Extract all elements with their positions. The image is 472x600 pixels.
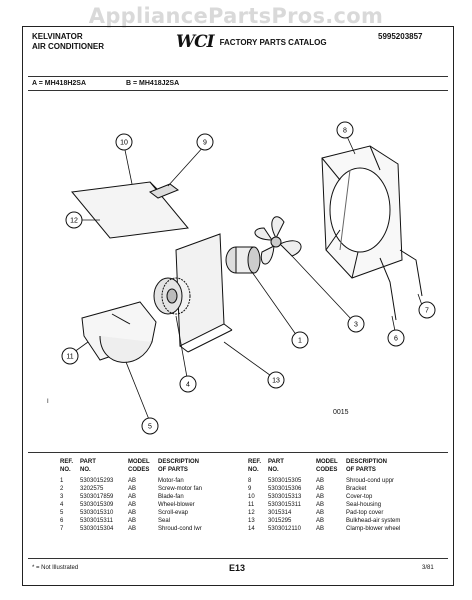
model-a: A = MH418H2SA: [32, 80, 87, 87]
callout-8: 8: [336, 121, 354, 139]
model-b: B = MH418J2SA: [126, 80, 180, 87]
svg-text:10: 10: [120, 140, 128, 147]
callout-3: 3: [347, 315, 365, 333]
callout-13: 13: [267, 371, 285, 389]
condenser-shroud: [321, 145, 403, 279]
parts-table-right: REF. NO. PART NO. MODEL CODES DESCRIPTIO…: [248, 458, 424, 533]
diagram-tick-mark: I: [47, 399, 49, 405]
svg-text:5: 5: [148, 424, 152, 431]
svg-text:7: 7: [425, 308, 429, 315]
fan-motor: [225, 246, 261, 274]
catalog-number: 5995203857: [378, 32, 423, 41]
header-desc: DESCRIPTION OF PARTS: [158, 459, 200, 473]
page-number: E13: [229, 563, 246, 573]
model-divider: [28, 90, 448, 91]
catalog-title: FACTORY PARTS CATALOG: [219, 37, 327, 47]
svg-text:3: 3: [354, 322, 358, 329]
bulkhead: [175, 233, 233, 353]
table-divider: [28, 452, 448, 453]
model-legend: A = MH418H2SA B = MH418J2SA: [32, 80, 179, 87]
callout-5: 5: [141, 417, 159, 435]
header-divider: [28, 76, 448, 77]
evap-scroll: [81, 301, 157, 363]
header-ref: REF. NO.: [60, 459, 74, 473]
brand-name: KELVINATOR: [32, 32, 83, 41]
table-header: REF. NO. PART NO. MODEL CODES DESCRIPTIO…: [248, 458, 424, 474]
svg-text:1: 1: [298, 338, 302, 345]
table-header: REF. NO. PART NO. MODEL CODES DESCRIPTIO…: [60, 458, 236, 474]
header-ref: REF. NO.: [248, 459, 262, 473]
callout-labels: 10 9 8 12 1 3 7 6 11 4 13 5: [61, 121, 436, 435]
callout-12: 12: [65, 211, 83, 229]
svg-text:11: 11: [66, 354, 73, 361]
header-model: MODEL CODES: [316, 459, 338, 473]
header-part: PART NO.: [268, 459, 284, 473]
svg-text:12: 12: [70, 218, 78, 225]
callout-10: 10: [115, 133, 133, 151]
svg-text:13: 13: [272, 378, 280, 385]
parts-table-left: REF. NO. PART NO. MODEL CODES DESCRIPTIO…: [60, 458, 236, 533]
footer-divider: [28, 558, 448, 559]
brand-block: KELVINATOR AIR CONDITIONER: [32, 32, 104, 52]
header-desc: DESCRIPTION OF PARTS: [346, 459, 388, 473]
svg-text:6: 6: [394, 336, 398, 343]
watermark: AppliancePartsPros.com: [88, 4, 384, 28]
shroud-seal: [379, 257, 397, 321]
callout-6: 6: [387, 329, 405, 347]
bracket-part: [148, 183, 180, 199]
svg-text:4: 4: [186, 382, 190, 389]
revision-date: 3/81: [422, 565, 434, 571]
svg-text:8: 8: [343, 128, 347, 135]
diagram-code: 0015: [333, 409, 349, 416]
svg-text:9: 9: [203, 140, 207, 147]
footnote: * = Not Illustrated: [32, 565, 79, 571]
callout-9: 9: [196, 133, 214, 151]
callout-1: 1: [291, 331, 309, 349]
wci-logo: WCI: [176, 32, 215, 52]
header-model: MODEL CODES: [128, 459, 150, 473]
exploded-parts-diagram: 10 9 8 12 1 3 7 6 11 4 13 5: [61, 121, 436, 435]
product-type: AIR CONDITIONER: [32, 42, 104, 51]
callout-4: 4: [179, 375, 197, 393]
catalog-page-frame: [22, 26, 454, 586]
header-part: PART NO.: [80, 459, 96, 473]
catalog-header: WCI FACTORY PARTS CATALOG: [176, 32, 327, 52]
blower-wheel: [153, 277, 191, 315]
callout-7: 7: [418, 301, 436, 319]
lower-shroud-edge: [399, 249, 423, 297]
fan-blade: [254, 216, 302, 265]
callout-11: 11: [61, 347, 79, 365]
